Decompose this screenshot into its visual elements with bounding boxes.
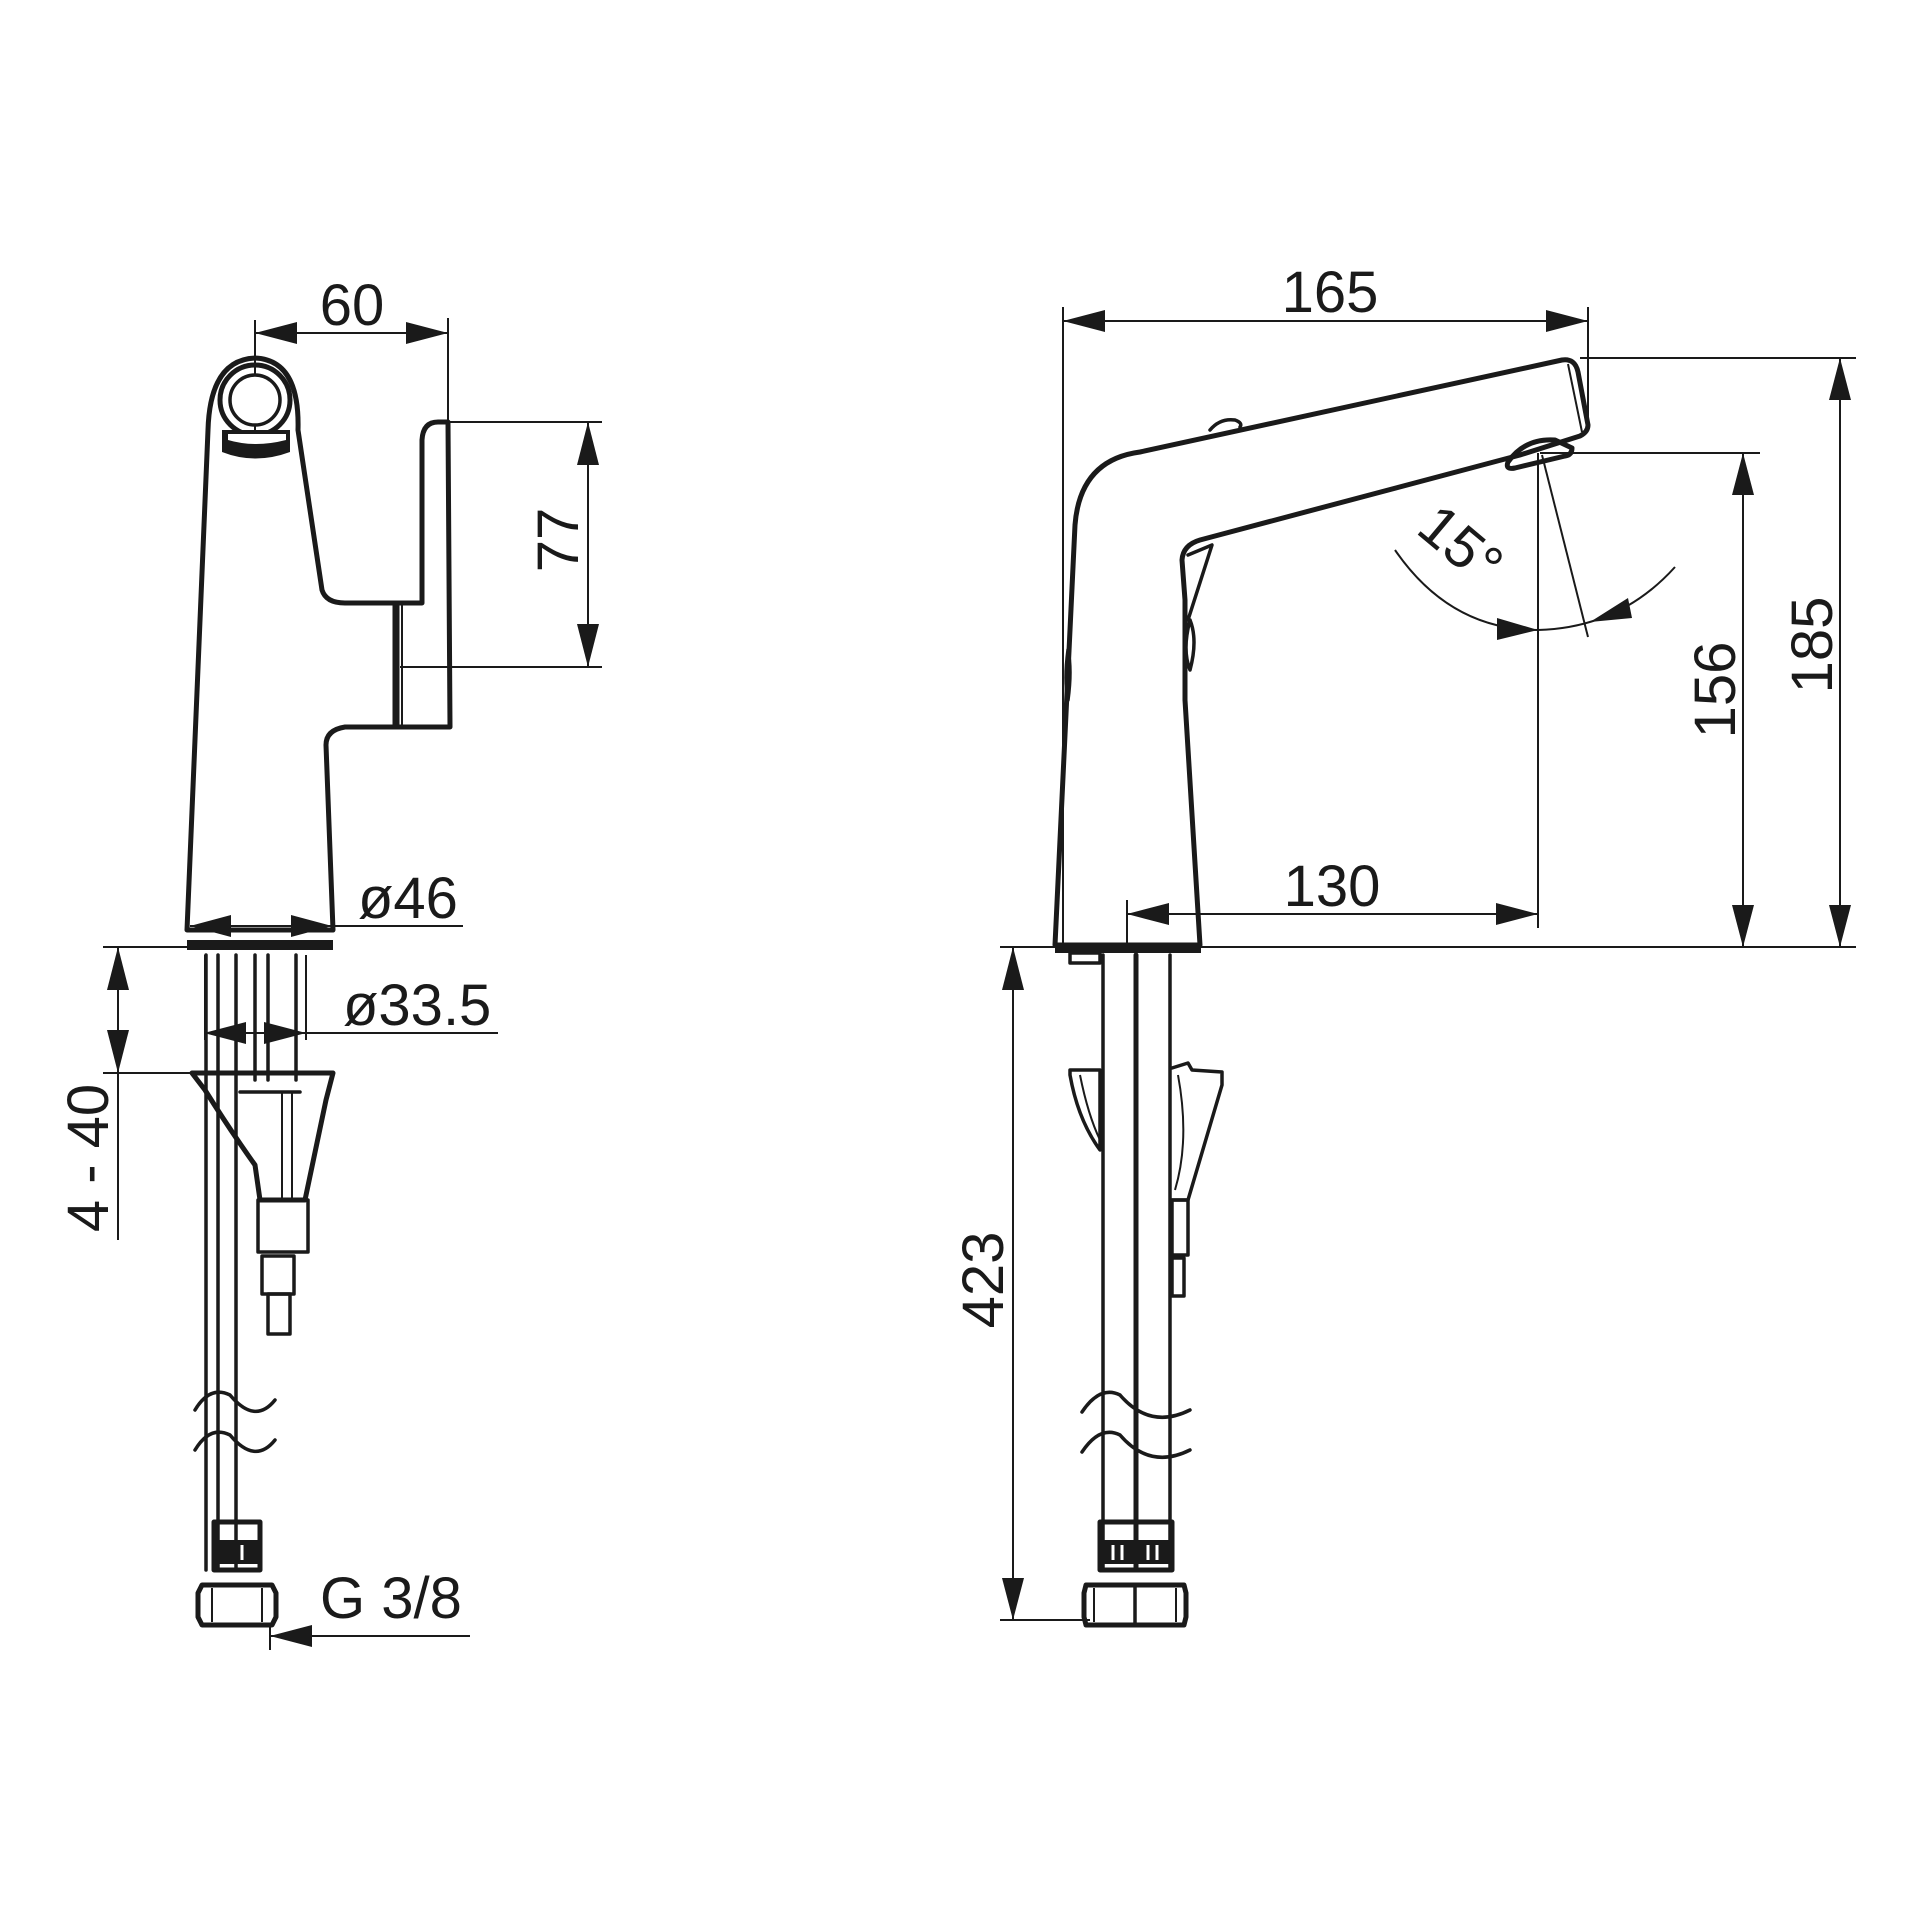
- dim-shank-diameter-label: ø33.5: [343, 973, 491, 1038]
- dim-overall-width-label: 165: [1282, 260, 1379, 325]
- side-view-body: [184, 355, 453, 950]
- dim-spout-height: 156: [1540, 452, 1760, 947]
- front-view: 165 185 156 130: [951, 260, 1856, 1628]
- dim-lever-height-label: 77: [526, 508, 591, 573]
- dim-lever-depth-label: 60: [320, 273, 385, 338]
- dim-hose-length-label: 423: [951, 1232, 1016, 1329]
- front-view-shanks: [1068, 952, 1224, 1628]
- dim-counter-thickness-label: 4 - 40: [56, 1084, 121, 1232]
- dim-lever-height: 77: [400, 421, 602, 668]
- dim-spout-height-label: 156: [1683, 642, 1748, 739]
- dim-shank-diameter: ø33.5: [204, 973, 498, 1044]
- dim-base-diameter-label: ø46: [358, 866, 458, 931]
- dim-overall-height: 185: [1580, 357, 1856, 947]
- dim-spout-reach-label: 130: [1284, 854, 1381, 919]
- dim-base-diameter: ø46: [190, 866, 463, 937]
- dim-overall-width: 165: [1062, 260, 1589, 945]
- dim-swivel-angle: 15°: [1394, 454, 1676, 640]
- side-view: 60 77 ø46 ø33.5: [56, 273, 602, 1650]
- dim-connection-thread: G 3/8: [269, 1566, 470, 1650]
- dim-lever-depth: 60: [254, 273, 449, 600]
- dim-spout-reach: 130: [1126, 453, 1539, 947]
- side-view-shanks: [189, 953, 336, 1628]
- dim-overall-height-label: 185: [1780, 597, 1845, 694]
- dim-counter-thickness: 4 - 40: [56, 946, 192, 1240]
- dim-connection-thread-label: G 3/8: [320, 1566, 462, 1631]
- dim-hose-length: 423: [951, 947, 1090, 1621]
